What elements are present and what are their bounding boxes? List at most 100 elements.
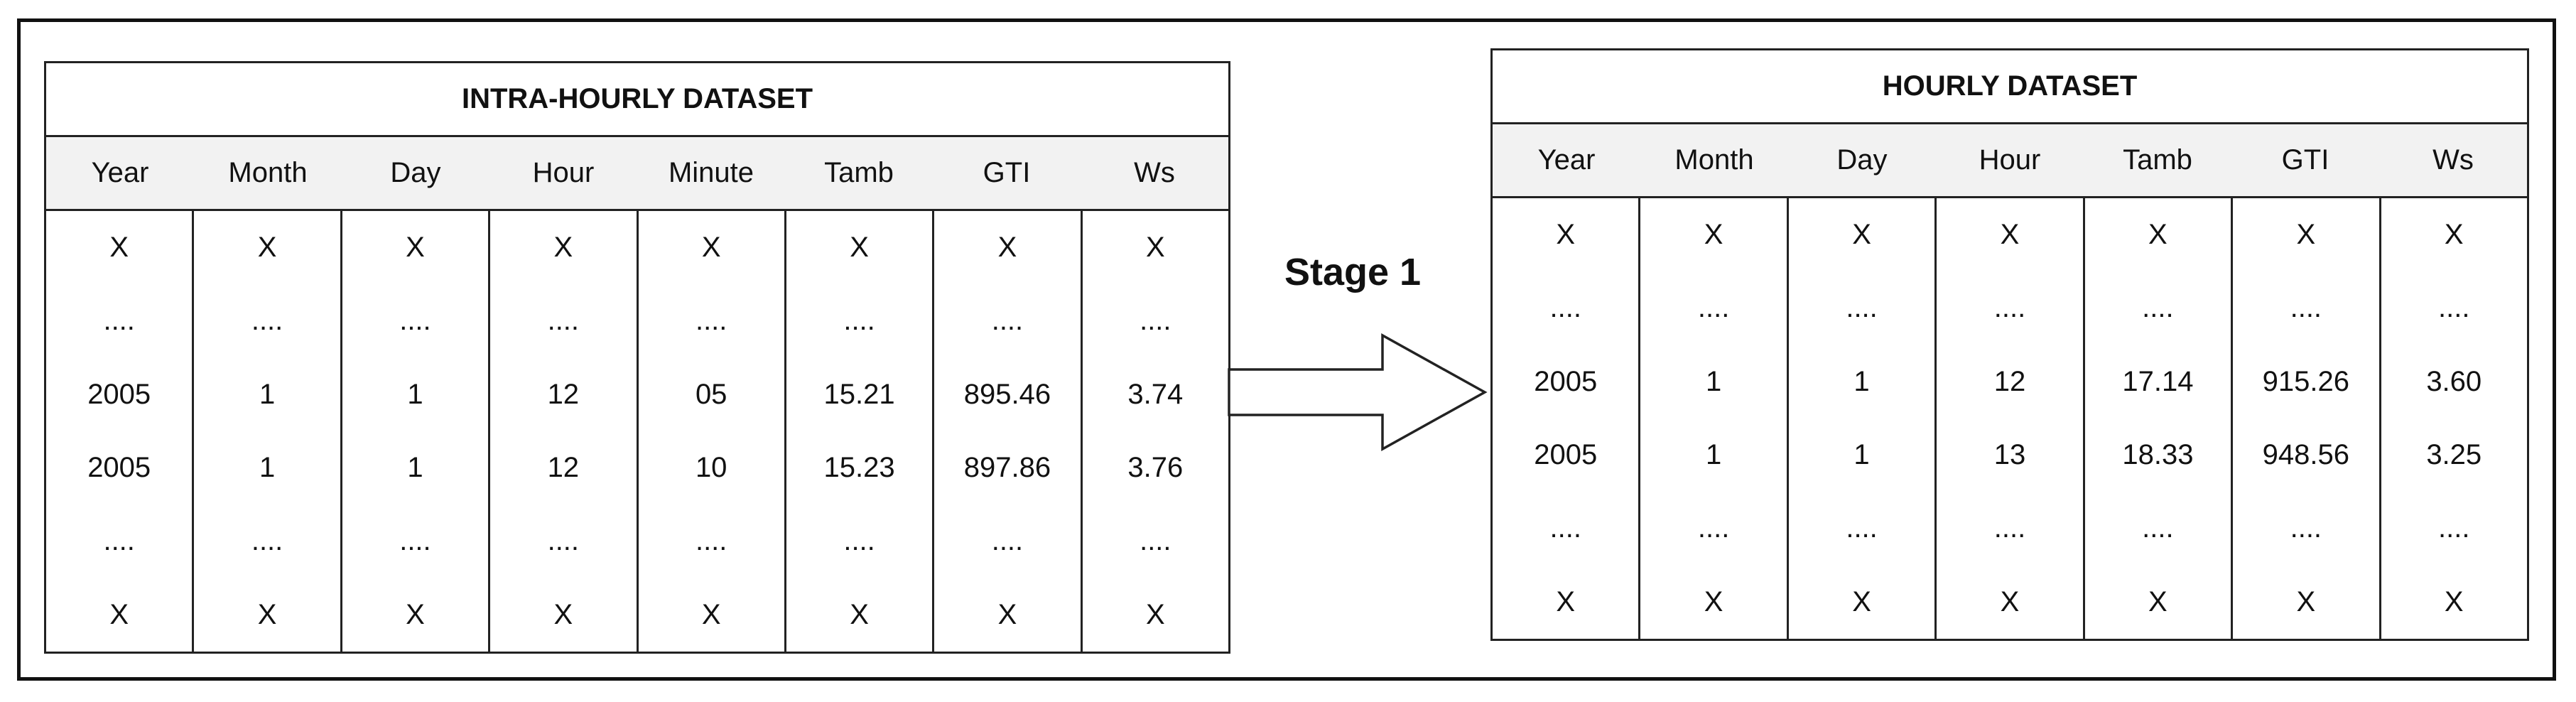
hourly-cell: X	[1852, 585, 1871, 617]
hourly-column-header: Tamb	[2123, 144, 2192, 176]
intra-hourly-cell: 3.76	[1127, 452, 1184, 484]
hourly-cell: X	[2000, 219, 2020, 251]
hourly-cell: ....	[2290, 292, 2322, 324]
hourly-cell: ....	[1697, 512, 1730, 544]
intra-hourly-cell: X	[701, 598, 721, 630]
stage-arrow-icon	[1228, 333, 1488, 451]
intra-hourly-cell: X	[850, 598, 869, 630]
hourly-cell: ....	[1549, 292, 1581, 324]
hourly-cell: X	[1556, 219, 1576, 251]
intra-hourly-cell: ....	[251, 525, 283, 557]
hourly-column-header: Ws	[2432, 144, 2474, 176]
hourly-cell: X	[2148, 585, 2168, 617]
intra-hourly-column-header: Tamb	[824, 157, 894, 188]
intra-hourly-cell: ....	[547, 525, 580, 557]
hourly-column-header: Year	[1537, 144, 1596, 176]
hourly-cell: 948.56	[2262, 439, 2349, 471]
intra-hourly-cell: ....	[695, 305, 727, 337]
hourly-cell: 2005	[1534, 365, 1598, 397]
intra-hourly-cell: 10	[695, 452, 727, 484]
intra-hourly-cell: X	[257, 232, 277, 264]
intra-hourly-cell: 12	[547, 452, 580, 484]
hourly-column: X.... 915.26 948.56.... X	[2233, 198, 2381, 639]
intra-hourly-title: INTRA-HOURLY DATASET	[46, 63, 1228, 137]
hourly-cell: X	[2444, 219, 2464, 251]
hourly-cell: 3.60	[2426, 365, 2482, 397]
intra-hourly-cell: 3.74	[1127, 378, 1184, 410]
intra-hourly-cell: ....	[843, 525, 875, 557]
intra-hourly-cell: X	[553, 598, 573, 630]
intra-hourly-cell: 1	[259, 378, 276, 410]
hourly-cell: 1	[1853, 439, 1870, 471]
hourly-cell: ....	[2142, 292, 2174, 324]
intra-hourly-cell: ....	[1140, 305, 1171, 337]
intra-hourly-cell: 1	[259, 452, 276, 484]
intra-hourly-cell: 15.23	[823, 452, 895, 484]
intra-hourly-column-header: GTI	[983, 157, 1031, 188]
intra-hourly-cell: 897.86	[963, 452, 1051, 484]
hourly-cell: X	[2296, 585, 2316, 617]
intra-hourly-cell: ....	[399, 305, 431, 337]
hourly-cell: 1	[1706, 439, 1722, 471]
hourly-cell: ....	[2290, 512, 2322, 544]
hourly-cell: X	[1556, 585, 1576, 617]
hourly-cell: X	[2000, 585, 2020, 617]
intra-hourly-cell: ....	[843, 305, 875, 337]
intra-hourly-cell: X	[1145, 232, 1165, 264]
intra-hourly-column-header: Month	[228, 157, 308, 188]
intra-hourly-cell: ....	[695, 525, 727, 557]
hourly-cell: X	[2296, 219, 2316, 251]
intra-hourly-cell: ....	[1140, 525, 1171, 557]
stage-label: Stage 1	[1284, 251, 1422, 293]
hourly-column-header: GTI	[2281, 144, 2329, 176]
hourly-column-header: Hour	[1979, 144, 2041, 176]
intra-hourly-cell: 2005	[87, 452, 151, 484]
intra-hourly-cell: X	[850, 232, 869, 264]
intra-hourly-column-header: Year	[91, 157, 149, 188]
intra-hourly-cell: 2005	[87, 378, 151, 410]
intra-hourly-cell: ....	[399, 525, 431, 557]
intra-hourly-cell: ....	[103, 525, 135, 557]
hourly-cell: X	[2444, 585, 2464, 617]
intra-hourly-column-header: Minute	[668, 157, 754, 188]
hourly-cell: 915.26	[2262, 365, 2349, 397]
intra-hourly-cell: ....	[547, 305, 580, 337]
intra-hourly-cell: X	[406, 232, 425, 264]
hourly-cell: 3.25	[2426, 439, 2482, 471]
hourly-cell: ....	[2438, 292, 2470, 324]
intra-hourly-cell: 1	[407, 378, 423, 410]
intra-hourly-cell: X	[997, 598, 1017, 630]
intra-hourly-cell: X	[553, 232, 573, 264]
intra-hourly-column: X.... 12 12.... X	[490, 211, 639, 652]
diagram-frame	[17, 18, 2556, 681]
hourly-cell: ....	[1993, 292, 2026, 324]
hourly-cell: X	[1704, 219, 1723, 251]
intra-hourly-cell: X	[701, 232, 721, 264]
intra-hourly-cell: 1	[407, 452, 423, 484]
hourly-cell: ....	[1993, 512, 2026, 544]
intra-hourly-cell: 895.46	[963, 378, 1051, 410]
hourly-cell: 1	[1853, 365, 1870, 397]
hourly-cell: 12	[1993, 365, 2026, 397]
intra-hourly-cell: 12	[547, 378, 580, 410]
hourly-cell: ....	[1697, 292, 1730, 324]
intra-hourly-cell: ....	[991, 525, 1024, 557]
hourly-title: HOURLY DATASET	[1493, 50, 2527, 124]
intra-hourly-column-header: Day	[390, 157, 441, 188]
intra-hourly-body: X.... 2005 2005.... X X.... 1 1.... X X.... 1 1...…	[46, 211, 1228, 652]
